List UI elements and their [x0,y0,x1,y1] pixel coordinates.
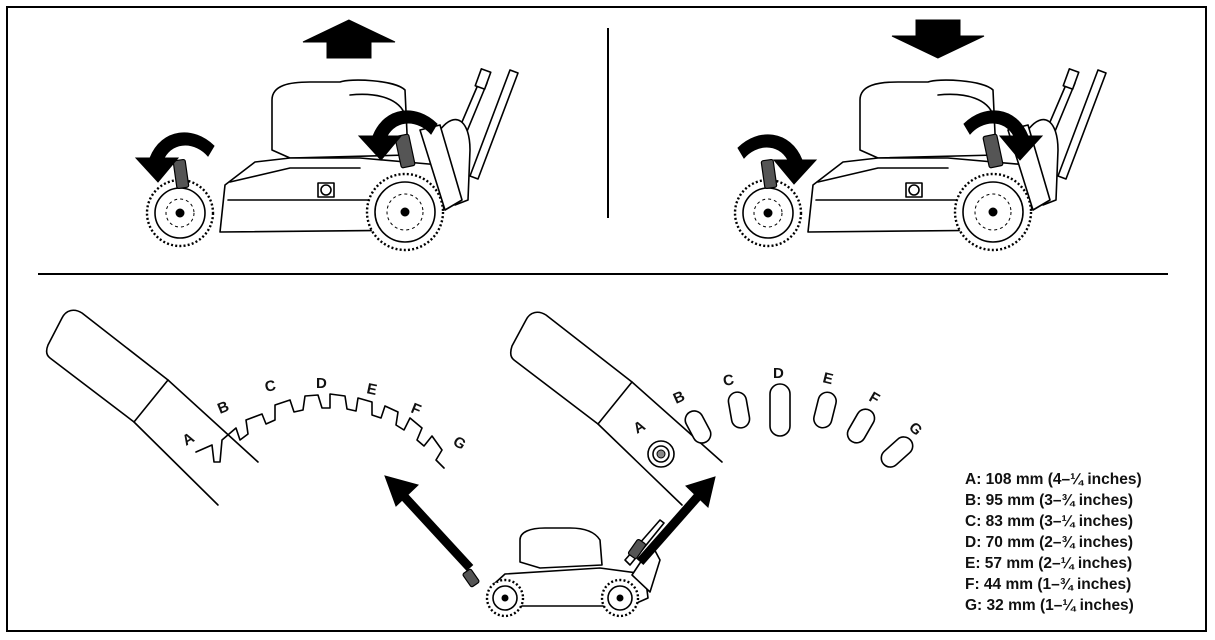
notch-label-b: B [215,398,232,418]
slot-e [813,391,837,429]
legend-item-b: B: 95 mm (3–¾ inches) [965,492,1133,509]
slot-b [684,410,712,444]
legend-item-d: D: 70 mm (2–¾ inches) [965,534,1133,551]
figure-frame [6,6,1207,632]
notch-label-g: G [450,433,469,454]
slot-c [727,391,751,429]
legend-item-c: C: 83 mm (3–¼ inches) [965,513,1133,530]
notch-label-d: D [316,375,327,392]
slot-d [769,383,791,437]
slot-label-b: B [671,388,688,408]
curved-arrow-icon [737,134,817,185]
slot-label-a: A [631,417,649,437]
notch-label-f: F [409,400,424,419]
mower-overview [384,475,716,618]
slot-label-e: E [821,369,835,388]
notch-label-e: E [365,380,378,399]
notch-label-a: A [180,429,198,449]
slot-g [880,436,914,468]
slot-knob-a [647,440,675,468]
slot-label-g: G [905,419,925,439]
raise-panel [135,19,520,252]
mower-icon [145,67,520,252]
diagonal-arrow-icon [636,491,704,565]
lever-notch-detail: A B C D E F G [45,309,469,506]
legend-item-e: E: 57 mm (2–¼ inches) [965,555,1132,572]
cutting-height-legend: A: 108 mm (4–¼ inches) B: 95 mm (3–¾ inc… [965,471,1142,614]
arrow-down-icon [891,19,985,59]
lower-panel [733,19,1108,252]
slot-label-d: D [773,365,784,382]
diagonal-arrow-icon [396,488,474,572]
notch-label-c: C [263,377,277,396]
slot-f [846,408,876,444]
lever-slot-detail: A B C D E F G [509,311,925,506]
legend-item-g: G: 32 mm (1–¼ inches) [965,597,1134,614]
slot-label-c: C [722,371,736,390]
slot-label-f: F [866,389,882,408]
legend-item-a: A: 108 mm (4–¼ inches) [965,471,1142,488]
legend-item-f: F: 44 mm (1–¾ inches) [965,576,1131,593]
arrow-up-icon [302,19,396,59]
